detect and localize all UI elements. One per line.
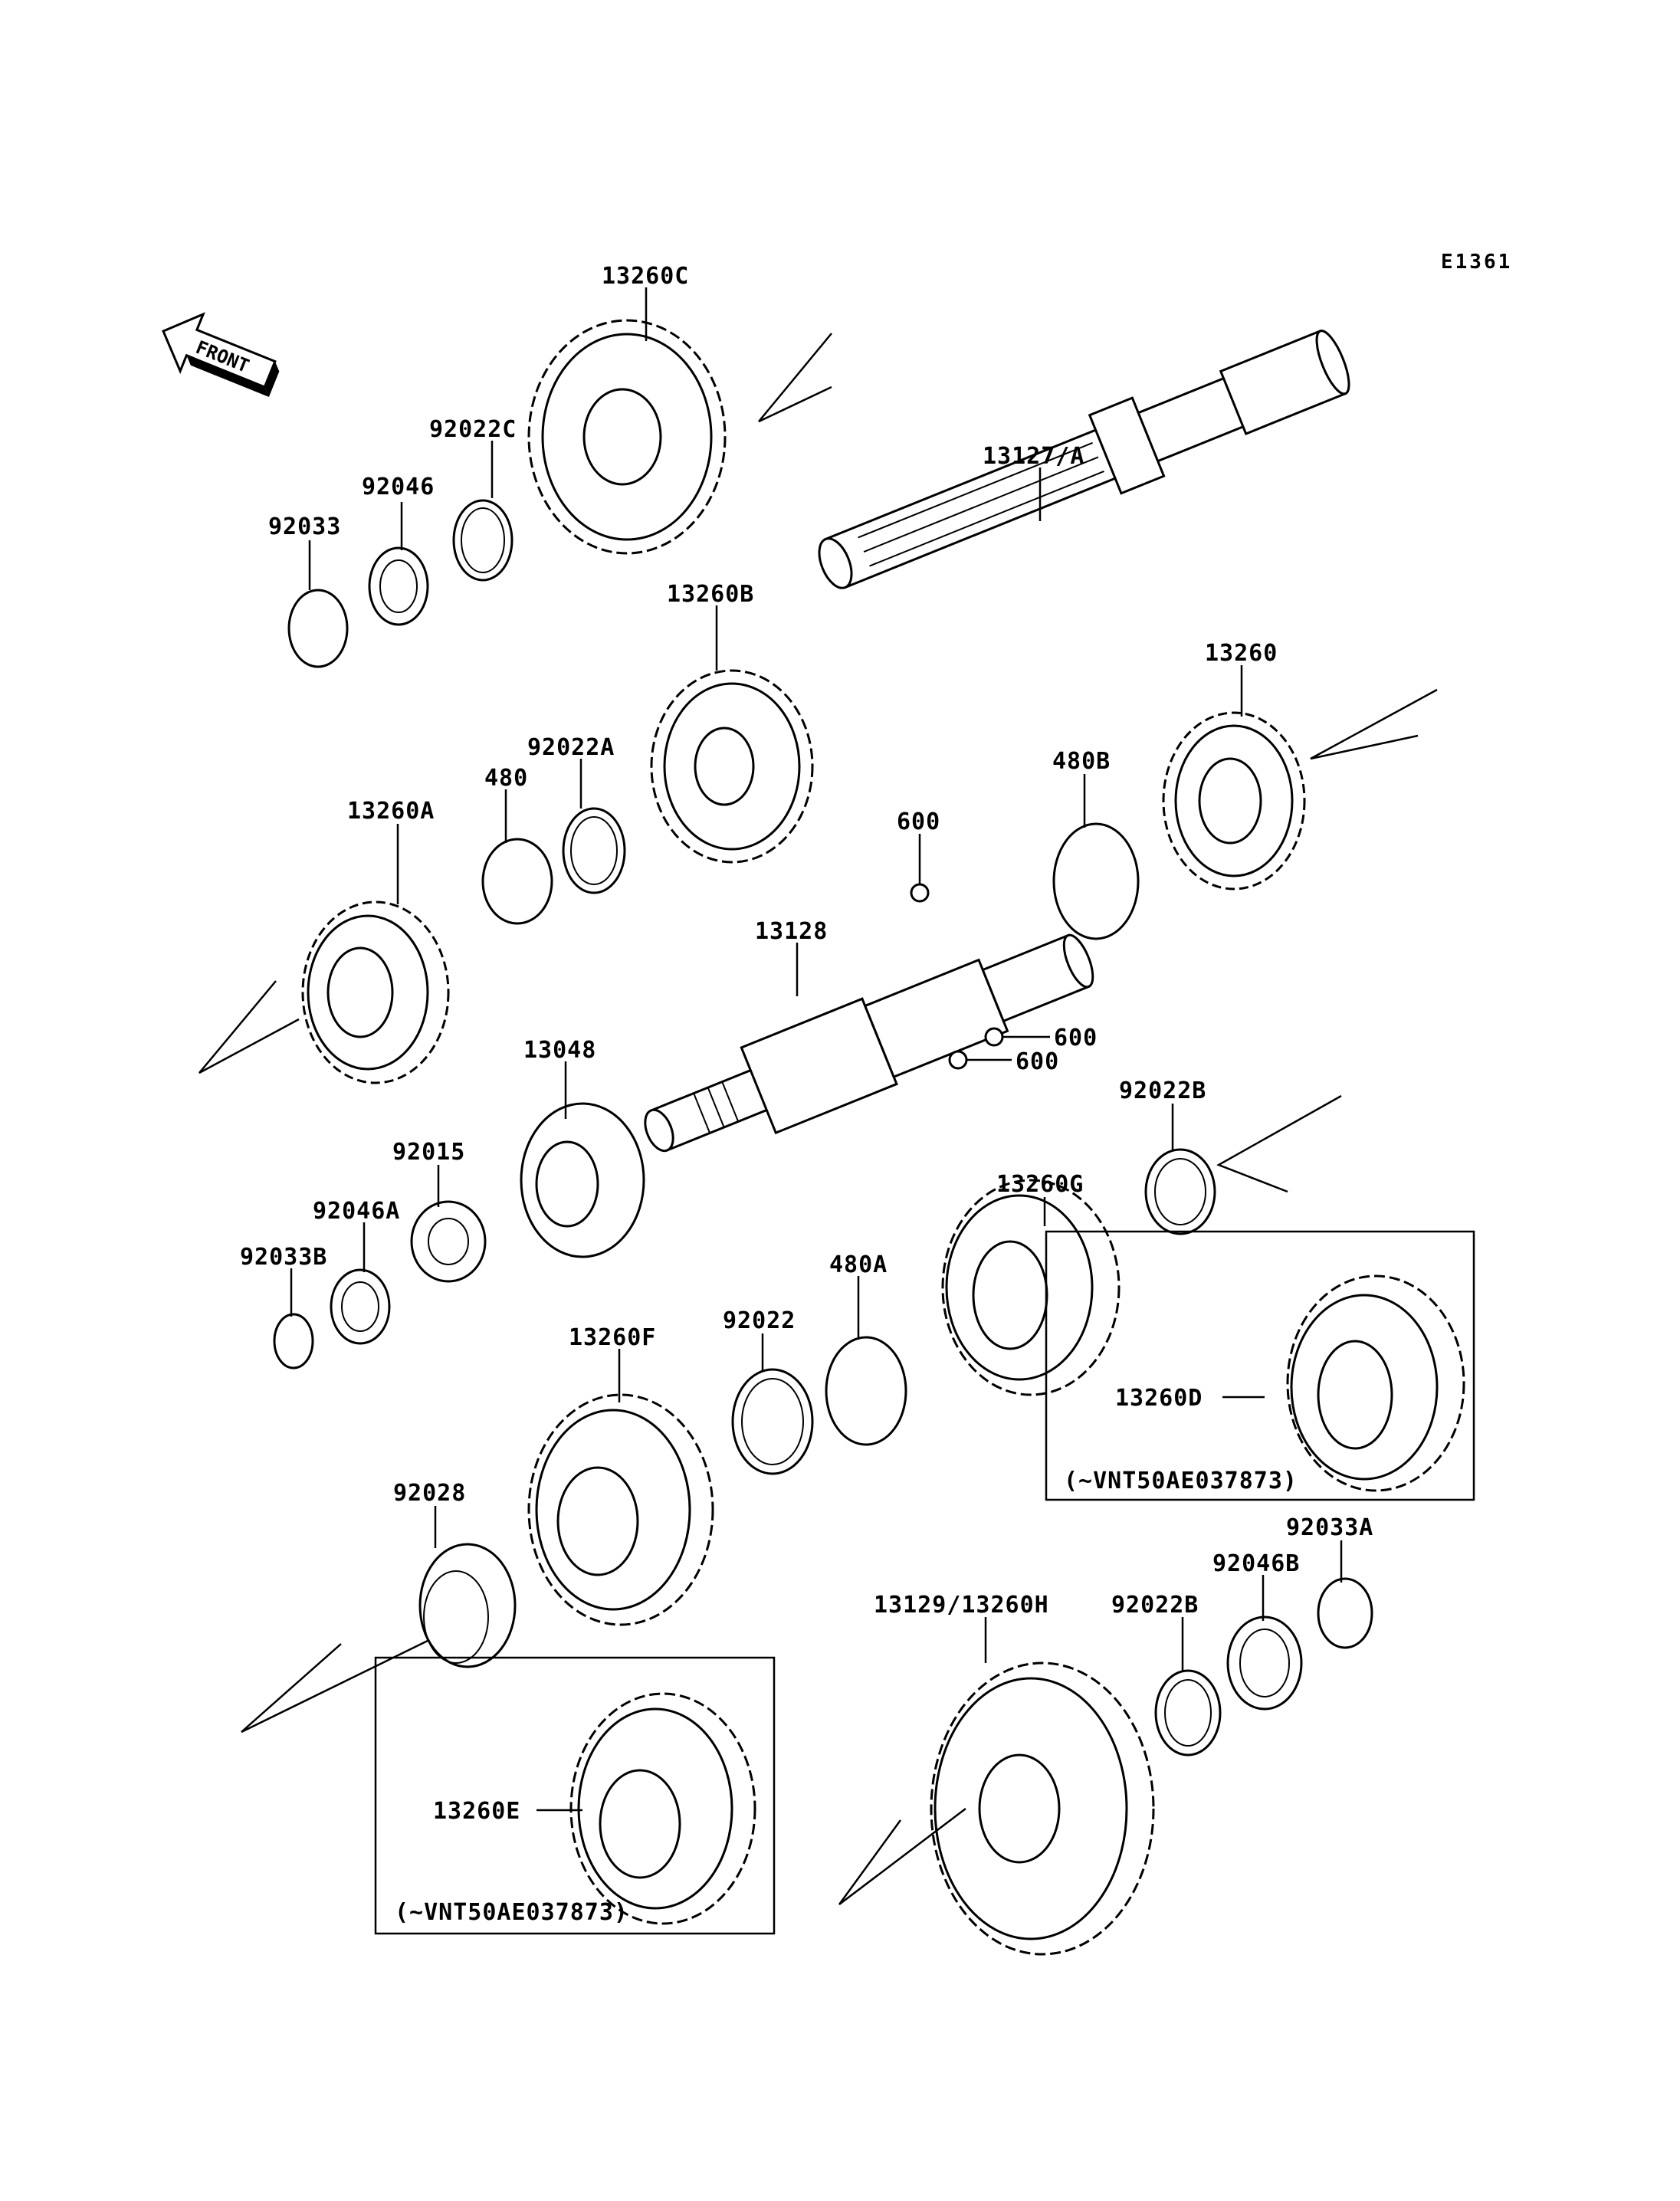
label-92033A: 92033A bbox=[1286, 1514, 1373, 1541]
label-13129-13260H: 13129/13260H bbox=[874, 1592, 1049, 1619]
label-92015: 92015 bbox=[392, 1139, 465, 1166]
gear-13260E bbox=[569, 1692, 756, 1925]
label-92046: 92046 bbox=[362, 474, 435, 500]
gear-13260A bbox=[301, 900, 450, 1084]
gear-13260F bbox=[527, 1393, 714, 1626]
ball-600c bbox=[948, 1050, 968, 1070]
label-13260: 13260 bbox=[1205, 640, 1278, 667]
circlip-480 bbox=[481, 838, 553, 925]
circlip-92033A bbox=[1317, 1577, 1373, 1649]
circlip-480A bbox=[825, 1336, 907, 1446]
collar-92028 bbox=[418, 1543, 517, 1668]
label-13260E: 13260E bbox=[433, 1798, 520, 1825]
bearing-92046A bbox=[330, 1268, 391, 1345]
label-92022A: 92022A bbox=[527, 734, 615, 761]
label-600a: 600 bbox=[897, 809, 940, 835]
nut-92015 bbox=[410, 1200, 487, 1283]
label-13260C: 13260C bbox=[602, 263, 689, 290]
label-600c: 600 bbox=[1016, 1048, 1059, 1075]
label-92022B-bottom: 92022B bbox=[1111, 1592, 1199, 1619]
front-arrow-icon: FRONT bbox=[162, 312, 280, 397]
ball-600a bbox=[910, 883, 930, 903]
circlip-480B bbox=[1052, 822, 1140, 940]
label-92033B: 92033B bbox=[240, 1244, 327, 1271]
label-92022C: 92022C bbox=[429, 416, 517, 443]
washer-92022B-top bbox=[1144, 1148, 1216, 1235]
washer-92022 bbox=[731, 1368, 814, 1475]
label-13260F: 13260F bbox=[569, 1324, 656, 1351]
leader-lines bbox=[290, 287, 1343, 1812]
label-92046B: 92046B bbox=[1212, 1550, 1300, 1577]
label-13260D: 13260D bbox=[1115, 1385, 1203, 1412]
label-13048: 13048 bbox=[523, 1037, 596, 1064]
bearing-92046 bbox=[368, 546, 429, 626]
label-13260A: 13260A bbox=[347, 798, 435, 825]
ball-600b bbox=[984, 1027, 1004, 1047]
label-13260G: 13260G bbox=[996, 1171, 1084, 1198]
gear-13260D bbox=[1286, 1274, 1465, 1492]
label-92028: 92028 bbox=[393, 1480, 466, 1507]
bearing-92046B bbox=[1226, 1615, 1303, 1711]
part-13048 bbox=[520, 1102, 645, 1258]
label-92022: 92022 bbox=[723, 1307, 796, 1334]
circlip-92033 bbox=[287, 589, 349, 668]
label-13127A: 13127/A bbox=[983, 443, 1084, 470]
gear-13129-13260H bbox=[930, 1661, 1155, 1956]
label-92046A: 92046A bbox=[313, 1198, 400, 1225]
label-480A: 480A bbox=[829, 1251, 888, 1278]
note-box-1: (~VNT50AE037873) bbox=[1064, 1468, 1298, 1494]
diagram-id: E1361 bbox=[1441, 251, 1512, 274]
circlip-92033B bbox=[273, 1313, 314, 1369]
note-box-2: (~VNT50AE037873) bbox=[395, 1899, 628, 1926]
label-13260B: 13260B bbox=[667, 581, 754, 608]
label-13128: 13128 bbox=[755, 918, 828, 945]
shaft-13127 bbox=[818, 330, 1350, 589]
label-600b: 600 bbox=[1054, 1025, 1098, 1051]
label-92022B-top: 92022B bbox=[1119, 1078, 1206, 1104]
variant-box-1 bbox=[1045, 1230, 1475, 1501]
label-92033: 92033 bbox=[268, 513, 341, 540]
washer-92022C bbox=[452, 499, 514, 582]
washer-92022B-bottom bbox=[1154, 1669, 1222, 1757]
washer-92022A bbox=[562, 807, 626, 894]
axis-lines bbox=[199, 333, 1438, 1905]
variant-box-2 bbox=[374, 1656, 776, 1935]
gear-13260 bbox=[1162, 711, 1306, 891]
gear-13260C bbox=[527, 319, 727, 555]
gear-13260G bbox=[941, 1179, 1121, 1396]
shaft-13128 bbox=[644, 933, 1094, 1153]
label-480B: 480B bbox=[1052, 748, 1111, 775]
label-480: 480 bbox=[484, 765, 528, 792]
gear-13260B bbox=[650, 669, 814, 864]
